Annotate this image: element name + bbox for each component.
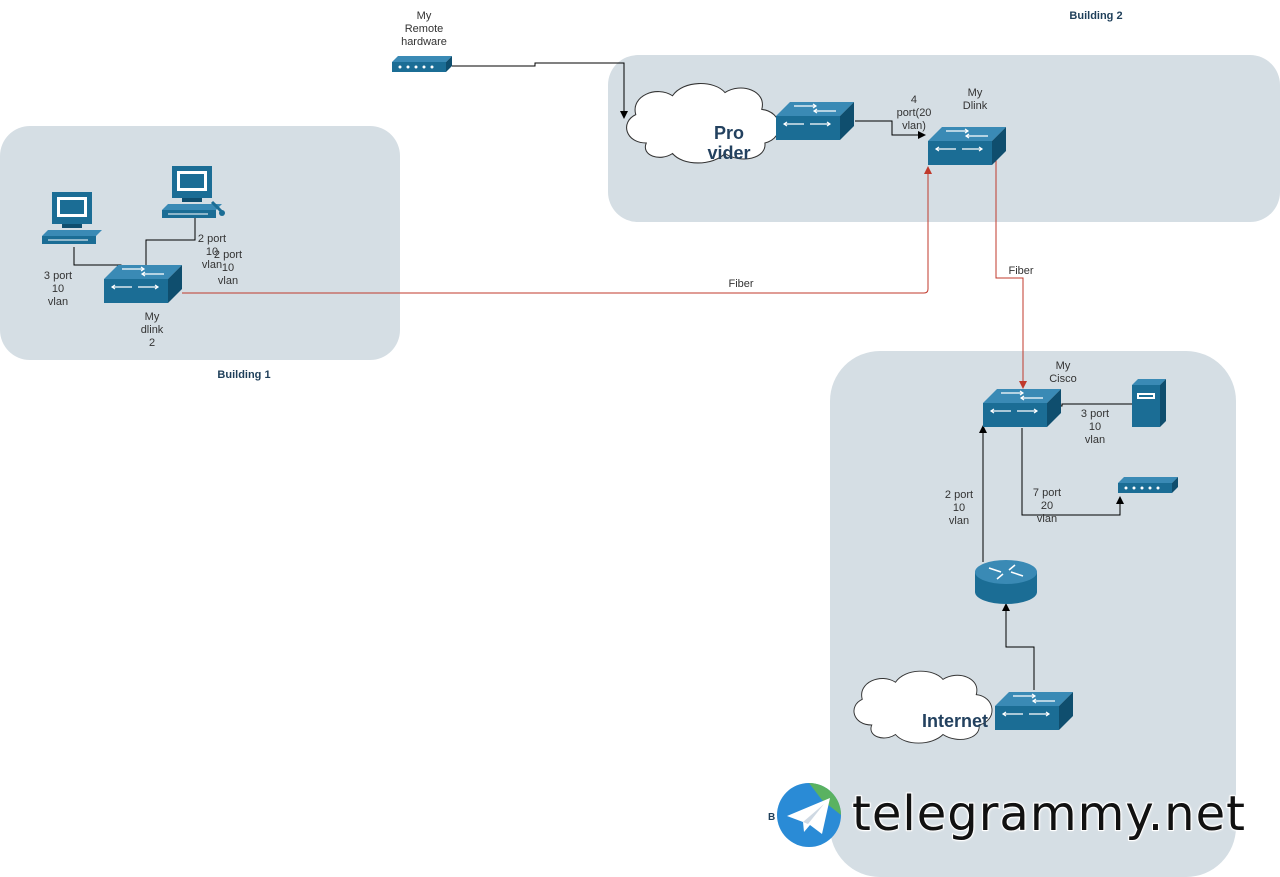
b1-pc2-port-label-a: 2 port 10 vlan: [197, 233, 227, 271]
provider-cloud-icon: [626, 82, 780, 164]
b1-pc1-port-label: 3 port 10 vlan: [43, 270, 73, 308]
cisco-switch-icon: [982, 388, 1062, 428]
cisco-device-modem-icon: [1118, 477, 1178, 493]
cisco-server-port-label: 3 port 10 vlan: [1080, 408, 1110, 446]
remote-hardware-modem-icon: [392, 56, 452, 72]
pc-2-icon: [161, 165, 225, 219]
dlink-label: My Dlink: [962, 87, 988, 112]
edge-remote-to-provider: [452, 62, 628, 119]
internet-switch-icon: [994, 691, 1074, 731]
dlink2-label: My dlink 2: [140, 311, 164, 349]
building-1-label: Building 1: [217, 369, 271, 381]
b1-pc2-port-label-b: 2 port 10 vlan: [213, 249, 243, 287]
provider-cloud-label: Pro vider: [707, 123, 751, 163]
server-icon: [1132, 379, 1166, 427]
internet-cloud-icon: [853, 670, 993, 744]
dlink-4port-label: 4 port(20 vlan): [896, 94, 932, 132]
watermark-text: telegrammy.net: [851, 785, 1246, 843]
edge-provider-to-dlink: [855, 120, 926, 139]
building-2-label: Building 2: [1069, 10, 1123, 22]
internet-cloud-label: Internet: [921, 711, 989, 731]
router-icon: [975, 560, 1037, 604]
remote-hardware-label: My Remote hardware: [401, 10, 447, 48]
building-3-label-partial: B: [768, 812, 776, 823]
fiber-label-building1: Fiber: [726, 278, 756, 290]
edge-internet-to-router: [1002, 603, 1035, 690]
dlink-switch-icon: [927, 126, 1007, 166]
provider-switch-icon: [775, 101, 855, 141]
watermark-logo: [777, 783, 841, 847]
dlink2-switch-icon: [103, 264, 183, 304]
telegram-plane-icon: [777, 783, 841, 847]
cisco-label: My Cisco: [1049, 360, 1077, 385]
cisco-router-port-label: 2 port 10 vlan: [944, 489, 974, 527]
group-building-1: [0, 126, 400, 360]
edge-cisco-to-device: [1021, 428, 1124, 516]
cisco-device-port-label: 7 port 20 vlan: [1032, 487, 1062, 525]
fiber-label-cisco: Fiber: [1006, 265, 1036, 277]
edge-fiber-building1: [182, 166, 932, 294]
edge-fiber-cisco: [995, 157, 1027, 389]
edge-pc2-to-dlink2: [142, 215, 196, 273]
